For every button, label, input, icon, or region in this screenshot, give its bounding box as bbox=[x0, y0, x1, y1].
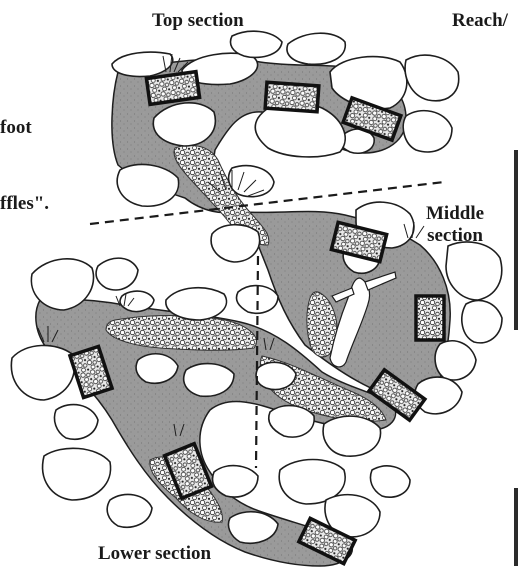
reach-label: Reach/ bbox=[452, 10, 508, 32]
quadrat-top-1 bbox=[146, 72, 199, 105]
quadrat-top-2 bbox=[265, 82, 319, 112]
edge-divider-bar bbox=[514, 488, 518, 566]
riffles-fragment-label: ffles". bbox=[0, 193, 49, 215]
middle-section-line2: section bbox=[426, 225, 484, 247]
middle-section-line1: Middle bbox=[426, 203, 484, 225]
foot-fragment-label: foot bbox=[0, 117, 32, 139]
top-section-label: Top section bbox=[152, 10, 244, 32]
edge-divider-bar bbox=[514, 150, 518, 330]
middle-section-label: Middle section bbox=[426, 203, 484, 247]
lower-section-label: Lower section bbox=[98, 543, 211, 565]
reach-text: Reach bbox=[452, 10, 503, 31]
reach-tail-text: / bbox=[503, 10, 508, 31]
quadrat-mid-2 bbox=[416, 296, 444, 340]
